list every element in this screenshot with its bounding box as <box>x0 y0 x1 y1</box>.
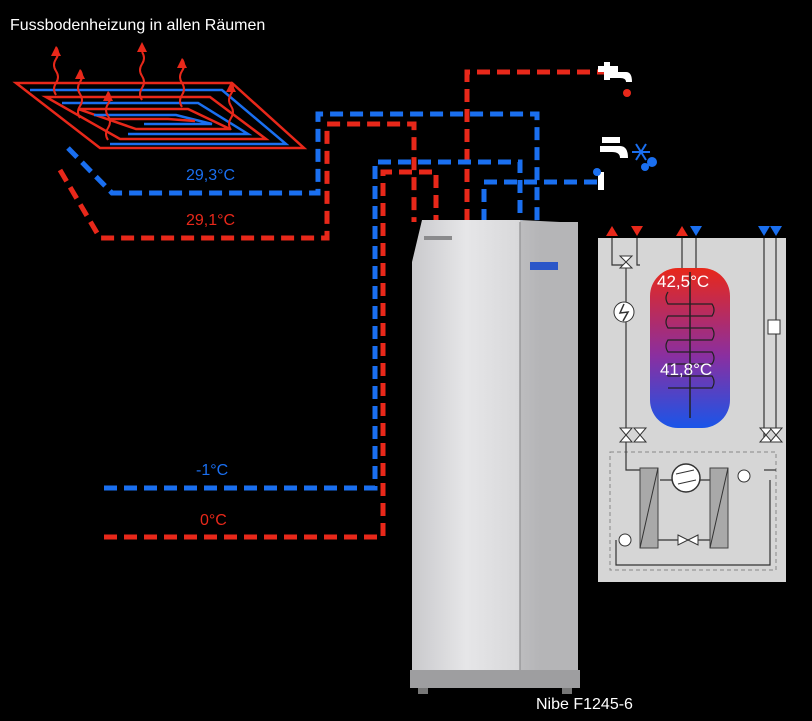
compressor-icon <box>671 463 701 493</box>
floor-return-temp: 29,1°C <box>186 212 236 229</box>
heat-pump-unit <box>410 220 580 694</box>
floor-supply-temp: 29,3°C <box>186 167 236 184</box>
control-display <box>530 262 558 270</box>
snowflake-icon <box>632 143 650 161</box>
heating-arrow-icon <box>139 51 145 101</box>
schematic-panel <box>598 226 786 582</box>
pipes <box>57 69 604 540</box>
model-label: Nibe F1245-6 <box>536 696 633 713</box>
cold-water-pipe <box>481 179 598 222</box>
pump-icon <box>737 469 751 483</box>
hot-water-tap-icon <box>598 62 632 97</box>
floor-supply-pipe <box>66 111 540 222</box>
tank-bottom-temp: 41,8°C <box>660 360 713 379</box>
floor-heating-mat <box>12 81 308 150</box>
tank-top-temp: 42,5°C <box>657 272 710 291</box>
valve-icon <box>618 255 784 546</box>
brine-in-temp: 0°C <box>200 512 227 529</box>
filter-icon <box>767 319 781 335</box>
pump-icon <box>618 533 632 547</box>
brine-out-pipe <box>104 159 523 491</box>
cold-water-tap-icon <box>593 137 628 190</box>
brine-in-pipe <box>104 169 439 540</box>
hot-water-pipe <box>464 69 604 222</box>
floor-return-pipe <box>57 121 417 241</box>
diagram-title: Fussbodenheizung in allen Räumen <box>10 17 266 34</box>
brine-out-temp: -1°C <box>196 462 229 479</box>
